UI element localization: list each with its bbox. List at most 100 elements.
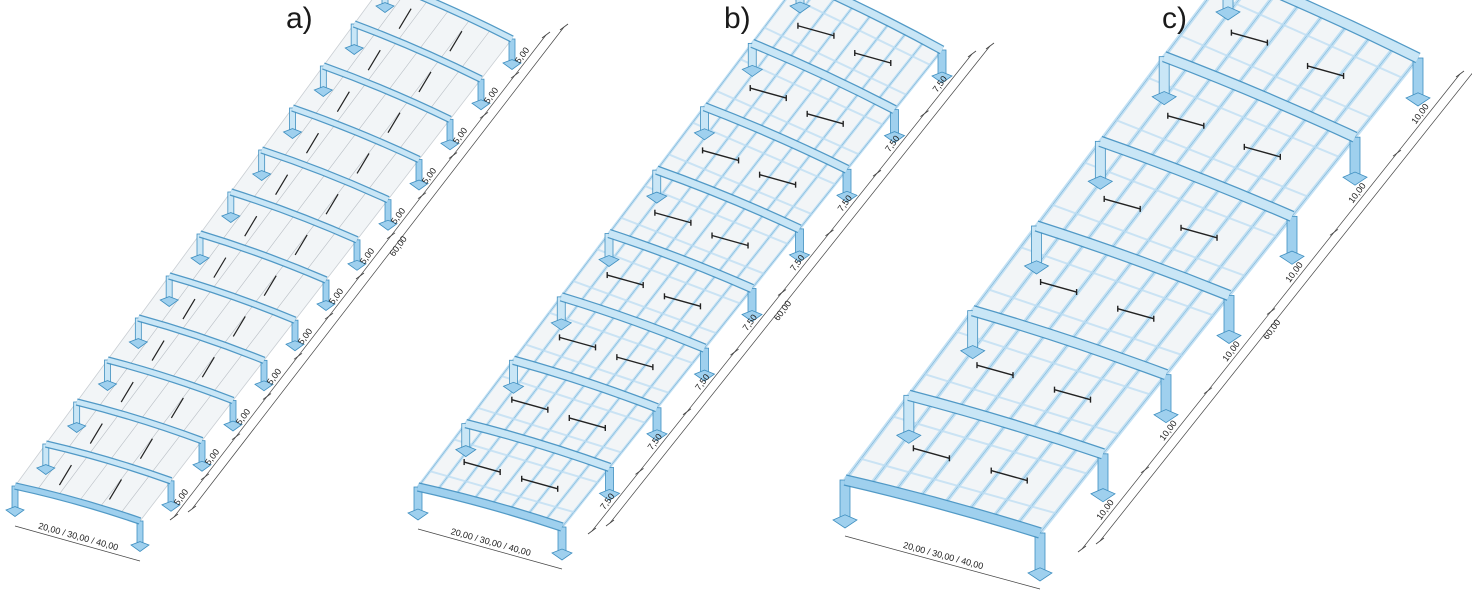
panel-c-label: c) xyxy=(1162,2,1187,35)
rafter xyxy=(353,21,483,82)
bay-dim-tick xyxy=(1140,466,1150,474)
span-arrow xyxy=(1180,227,1218,239)
rafter xyxy=(168,273,296,323)
footing-right xyxy=(836,190,858,203)
bay-dim-label: 10,00 xyxy=(1409,102,1430,126)
secondary-beam xyxy=(501,375,646,424)
span-arrow xyxy=(664,295,701,307)
span-arrow xyxy=(120,381,134,403)
bay-dim-label: 5,00 xyxy=(327,286,345,306)
span-arrow xyxy=(759,173,796,186)
secondary-beam xyxy=(692,121,836,186)
span-arrow xyxy=(854,52,891,64)
span-arrow xyxy=(387,112,401,133)
secondary-beam xyxy=(956,330,1151,396)
footing-left xyxy=(5,506,25,517)
bay-dim-tick xyxy=(967,50,977,58)
bay-dim-label: 10,00 xyxy=(1094,498,1115,522)
rafter xyxy=(422,0,514,42)
secondary-beam xyxy=(596,248,741,305)
span-arrow xyxy=(151,340,165,361)
span-arrow xyxy=(797,25,835,37)
span-arrow xyxy=(305,132,319,154)
span-arrow xyxy=(807,113,844,125)
bay-dim-label: 5,00 xyxy=(451,126,469,146)
footing-left xyxy=(832,514,858,529)
bay-dim-tick xyxy=(324,312,334,320)
rafter xyxy=(843,475,1042,538)
secondary-beam xyxy=(716,89,860,156)
rafter xyxy=(1098,137,1294,221)
width-dim-line xyxy=(14,525,141,562)
bay-dim-tick xyxy=(510,71,520,79)
bay-dim-label: 5,00 xyxy=(389,206,407,226)
width-dim-label: 20,00 / 30,00 / 40,00 xyxy=(37,521,119,553)
footing-right xyxy=(254,380,274,392)
bay-dim-label: 10,00 xyxy=(1346,181,1367,205)
total-dim-tick xyxy=(605,519,615,527)
roof-surface xyxy=(14,0,513,522)
secondary-beam xyxy=(739,58,884,126)
footing-left xyxy=(407,508,429,521)
span-arrow xyxy=(232,316,246,337)
span-arrow xyxy=(1117,308,1154,320)
secondary-beam xyxy=(525,343,670,394)
bay-dim-label: 10,00 xyxy=(1157,418,1178,442)
footing-right xyxy=(378,219,398,231)
span-arrow xyxy=(654,212,692,224)
bay-dim-tick xyxy=(448,152,458,159)
footing-right xyxy=(1027,567,1053,582)
footing-left xyxy=(598,255,620,267)
span-arrow xyxy=(201,356,215,378)
rafter xyxy=(199,231,327,283)
secondary-beam xyxy=(477,406,622,454)
bay-dim-label: 5,00 xyxy=(265,367,283,387)
footing-left xyxy=(454,445,477,458)
secondary-beam xyxy=(794,0,931,66)
footing-left xyxy=(1215,6,1241,21)
bay-dim-tick xyxy=(920,110,929,117)
total-dim-label: 60,00 xyxy=(387,234,408,258)
secondary-beam xyxy=(988,288,1183,356)
footing-right xyxy=(551,548,573,561)
span-arrow xyxy=(913,447,950,459)
span-arrow xyxy=(976,364,1014,376)
footing-right xyxy=(883,131,906,144)
span-arrow xyxy=(108,479,122,500)
total-dim-tick xyxy=(985,42,995,50)
footing-right xyxy=(646,429,668,442)
rafter xyxy=(1282,0,1420,63)
bay-dim-tick xyxy=(825,229,834,237)
secondary-beam xyxy=(1084,161,1277,238)
secondary-beam xyxy=(668,153,812,215)
footing-right xyxy=(1405,92,1431,107)
bay-dim-tick xyxy=(1392,149,1402,157)
span-arrow xyxy=(702,149,739,162)
bay-dim-label: 5,00 xyxy=(234,407,252,427)
footing-left xyxy=(375,2,395,13)
panel-a-label: a) xyxy=(286,2,313,35)
total-dim-line xyxy=(191,26,565,510)
footing-left xyxy=(220,212,241,223)
span-arrow xyxy=(1244,146,1281,158)
footing-left xyxy=(190,254,210,265)
secondary-beam xyxy=(1147,76,1340,158)
span-arrow xyxy=(275,174,289,195)
footing-right xyxy=(1342,171,1368,186)
rafter xyxy=(560,293,706,352)
footing-right xyxy=(693,369,716,382)
secondary-beam xyxy=(572,280,717,335)
bay-dim-tick xyxy=(293,353,303,360)
footing-right xyxy=(1090,488,1116,503)
bay-dim-tick xyxy=(262,393,272,400)
span-arrow xyxy=(991,469,1028,482)
footing-right xyxy=(130,541,150,552)
rafter xyxy=(835,0,944,54)
panel-b: 20,00 / 30,00 / 40,007,507,507,507,507,5… xyxy=(407,0,995,570)
bay-dim-label: 5,00 xyxy=(172,487,190,507)
footing-right xyxy=(285,340,305,352)
rafter xyxy=(464,420,611,471)
footing-left xyxy=(66,422,87,433)
secondary-beam xyxy=(763,26,907,96)
bay-dim-tick xyxy=(541,31,551,39)
